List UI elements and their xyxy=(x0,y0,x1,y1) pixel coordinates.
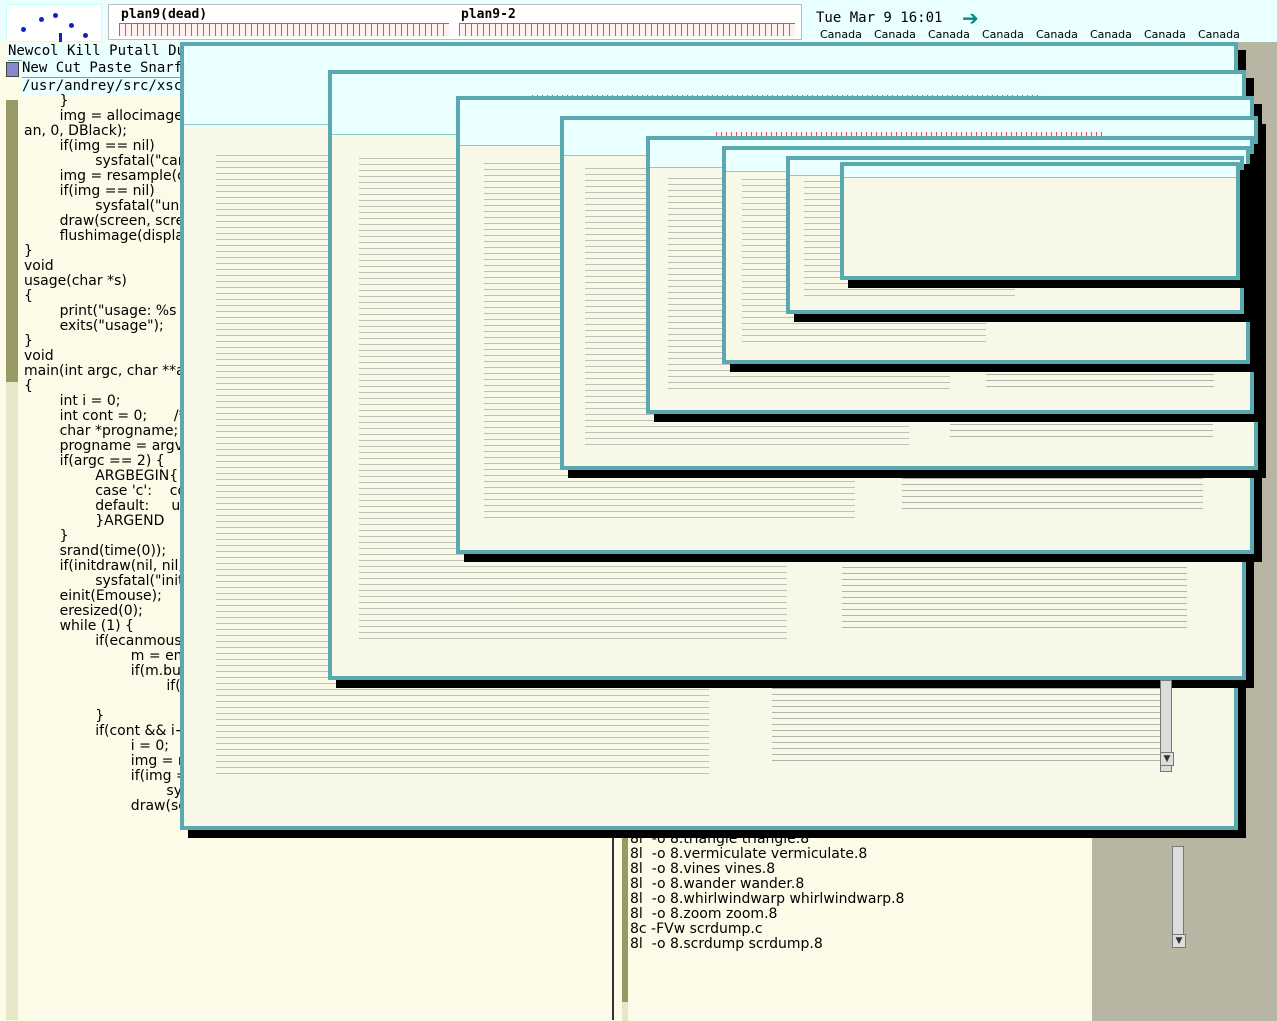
cpu-graph-left xyxy=(119,23,449,36)
output-line: 8l -o 8.zoom zoom.8 xyxy=(630,906,778,922)
timezone-label: Canada xyxy=(1144,28,1186,41)
code-line: an, 0, DBlack); xyxy=(24,123,127,139)
nested-screenshot-8 xyxy=(840,162,1240,280)
code-line: i = 0; xyxy=(24,738,169,754)
side-scrollbar[interactable] xyxy=(1172,846,1184,944)
timezone-label: Canada xyxy=(982,28,1024,41)
output-line: 8l -o 8.whirlwindwarp whirlwindwarp.8 xyxy=(630,891,905,907)
cpu-graph-right xyxy=(459,23,795,36)
scrollbar[interactable] xyxy=(6,100,18,1020)
stat-label-left: plan9(dead) xyxy=(121,7,208,22)
arrow-right-icon[interactable]: ➔ xyxy=(962,6,979,30)
file-path[interactable]: /usr/andrey/src/xscr xyxy=(22,78,192,95)
timezone-label: Canada xyxy=(874,28,916,41)
timezone-label: Canada xyxy=(1198,28,1240,41)
output-line: 8l -o 8.vermiculate vermiculate.8 xyxy=(630,846,868,862)
code-line: char *progname; xyxy=(24,423,179,439)
nested-topbar xyxy=(844,166,1236,178)
code-line: } xyxy=(24,528,69,544)
column-tag[interactable]: Newcol Kill Putall Dump xyxy=(8,43,202,61)
output-line: 8l -o 8.wander wander.8 xyxy=(630,876,805,892)
stats-panel: plan9(dead) plan9-2 xyxy=(108,4,802,40)
output-line: 8l -o 8.vines vines.8 xyxy=(630,861,776,877)
code-line: void xyxy=(24,348,54,364)
scroll-down-icon[interactable]: ▼ xyxy=(1160,752,1174,766)
code-line: } xyxy=(24,243,33,259)
code-line: }ARGEND xyxy=(24,513,165,529)
stat-label-right: plan9-2 xyxy=(461,7,516,22)
plan9-logo xyxy=(6,4,102,43)
code-line: void xyxy=(24,258,54,274)
code-line: if(img == nil) xyxy=(24,183,155,199)
scrollbar-thumb[interactable] xyxy=(6,100,18,382)
scrollbar-thumb[interactable] xyxy=(622,832,628,1002)
output-line: 8l -o 8.scrdump scrdump.8 xyxy=(630,936,823,952)
timezone-label: Canada xyxy=(820,28,862,41)
code-line: eresized(0); xyxy=(24,603,143,619)
code-line: if(img == nil) xyxy=(24,138,155,154)
side-scrollbar[interactable] xyxy=(1160,680,1172,772)
scroll-down-icon[interactable]: ▼ xyxy=(1172,934,1186,948)
timezone-label: Canada xyxy=(1036,28,1078,41)
timezone-label: Canada xyxy=(928,28,970,41)
window-layout-box[interactable] xyxy=(6,62,19,77)
code-line: { xyxy=(24,288,33,304)
make-output-pane[interactable] xyxy=(622,832,1092,1021)
code-line: ARGBEGIN{ xyxy=(24,468,179,484)
code-line: { xyxy=(24,378,33,394)
code-line: exits("usage"); xyxy=(24,318,164,334)
output-line: 8c -FVw scrdump.c xyxy=(630,921,763,937)
window-tag[interactable]: New Cut Paste Snarf Sort xyxy=(22,60,225,78)
timezone-label: Canada xyxy=(1090,28,1132,41)
code-line: } xyxy=(24,708,105,724)
output-line: 8l -o 8.triangle triangle.8 xyxy=(630,831,810,847)
code-line: } xyxy=(24,94,69,109)
code-line: usage(char *s) xyxy=(24,273,127,289)
code-line: while (1) { xyxy=(24,618,134,634)
make-output-scrollbar[interactable] xyxy=(622,832,628,1021)
top-status-bar: plan9(dead) plan9-2 Tue Mar 9 16:01 ➔ Ca… xyxy=(0,0,1277,43)
code-line: int i = 0; xyxy=(24,393,121,409)
code-line: if(argc == 2) { xyxy=(24,453,165,469)
code-line: } xyxy=(24,333,33,349)
code-line: einit(Emouse); xyxy=(24,588,162,604)
code-line: srand(time(0)); xyxy=(24,543,167,559)
clock: Tue Mar 9 16:01 xyxy=(816,10,943,26)
